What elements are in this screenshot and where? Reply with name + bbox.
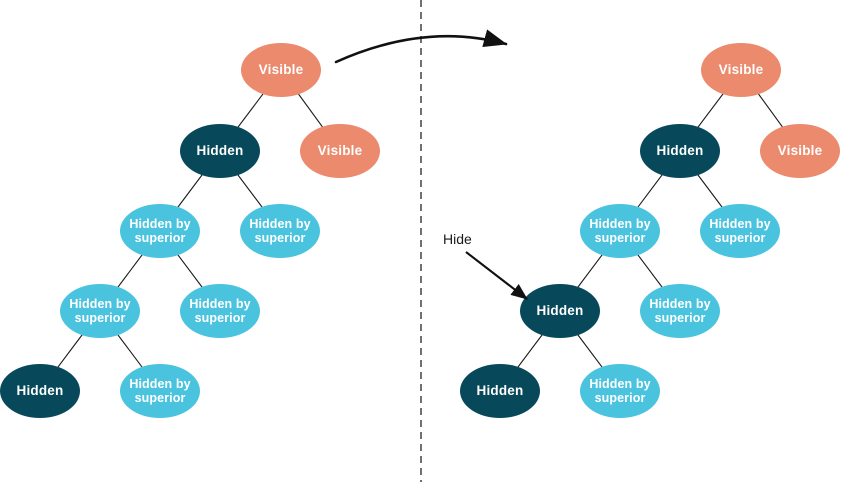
- tree-node-label: Visible: [777, 143, 823, 159]
- tree-node-label-line1: Hidden by: [69, 297, 131, 311]
- tree-node-hidden[interactable]: Hidden: [180, 124, 260, 178]
- transition-arrow: [334, 29, 508, 64]
- hide-annotation-label: Hide: [443, 231, 472, 247]
- hide-arrow: [465, 251, 528, 300]
- tree-node-label: Hidden: [536, 303, 584, 319]
- tree-node-visible[interactable]: Visible: [300, 124, 380, 178]
- tree-node-label-line2: superior: [74, 311, 126, 325]
- tree-node-label: Hidden: [656, 143, 704, 159]
- tree-node-hidden[interactable]: Hidden: [460, 364, 540, 418]
- tree-node-label-line2: superior: [254, 231, 306, 245]
- tree-node-visible[interactable]: Visible: [241, 43, 321, 97]
- tree-node-visible[interactable]: Visible: [760, 124, 840, 178]
- tree-node-label: Hidden: [16, 383, 64, 399]
- tree-node-label-line2: superior: [594, 231, 646, 245]
- tree-node-label-line2: superior: [134, 391, 186, 405]
- tree-node-label-line2: superior: [134, 231, 186, 245]
- tree-node-hidden[interactable]: Hidden: [0, 364, 80, 418]
- tree-node-label-line1: Hidden by: [189, 297, 251, 311]
- tree-node-label-line1: Hidden by: [709, 217, 771, 231]
- tree-node-label: Visible: [317, 143, 363, 159]
- tree-node-label: Visible: [258, 62, 304, 78]
- tree-node-label: Hidden: [196, 143, 244, 159]
- tree-node-label-line2: superior: [194, 311, 246, 325]
- tree-node-label-line1: Hidden by: [589, 377, 651, 391]
- tree-node-label-line1: Hidden by: [589, 217, 651, 231]
- tree-node-label-line2: superior: [714, 231, 766, 245]
- tree-node-label-line2: superior: [594, 391, 646, 405]
- tree-node-hidden[interactable]: Hidden: [640, 124, 720, 178]
- tree-node-label-line1: Hidden by: [129, 217, 191, 231]
- tree-node-label-line1: Hidden by: [249, 217, 311, 231]
- tree-node-label-line1: Hidden by: [129, 377, 191, 391]
- tree-node-visible[interactable]: Visible: [701, 43, 781, 97]
- tree-node-label-line2: superior: [654, 311, 706, 325]
- tree-node-label: Visible: [718, 62, 764, 78]
- tree-node-hidden[interactable]: Hidden: [520, 284, 600, 338]
- tree-node-label: Hidden: [476, 383, 524, 399]
- tree-node-label-line1: Hidden by: [649, 297, 711, 311]
